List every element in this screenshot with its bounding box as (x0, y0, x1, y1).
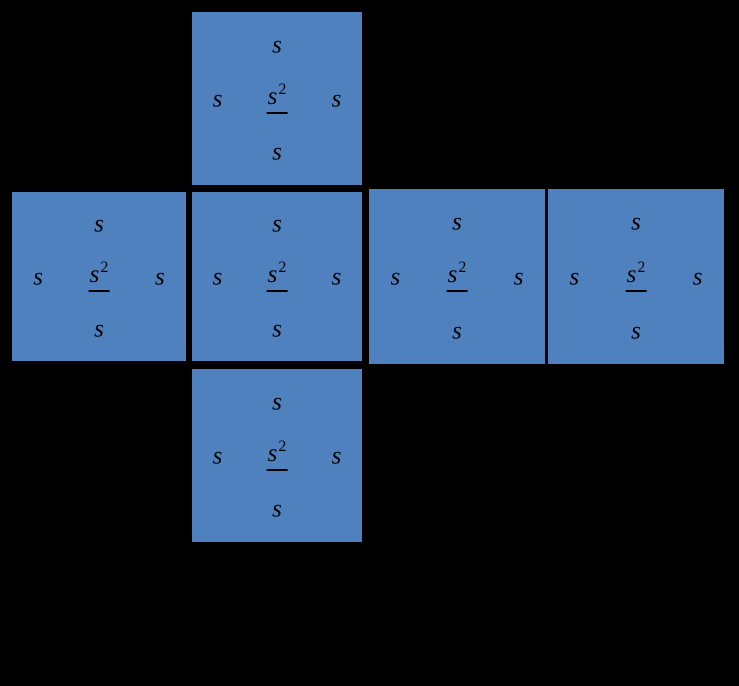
side-length-label-right: s (331, 85, 342, 112)
side-length-label-left: s (212, 85, 223, 112)
area-exponent: 2 (278, 438, 287, 456)
side-length-label-right: s (692, 263, 703, 290)
side-length-label-right: s (513, 263, 524, 290)
area-label: s2 (88, 259, 110, 292)
side-length-label-left: s (569, 263, 580, 290)
area-label: s2 (625, 259, 647, 292)
side-length-label-left: s (212, 442, 223, 469)
area-exponent: 2 (100, 259, 109, 277)
side-length-label-bottom: s (631, 317, 641, 345)
area-base: s (89, 260, 100, 288)
area-expression: s2 (88, 259, 110, 292)
area-base: s (267, 439, 278, 467)
side-length-label-bottom: s (272, 495, 282, 523)
side-length-label-top: s (452, 208, 462, 236)
side-length-label-top: s (94, 210, 104, 238)
side-length-label-bottom: s (272, 138, 282, 166)
side-length-label-bottom: s (452, 317, 462, 345)
area-base: s (267, 82, 278, 110)
area-base: s (267, 260, 278, 288)
area-expression: s2 (625, 259, 647, 292)
area-expression: s2 (446, 259, 468, 292)
area-exponent: 2 (637, 259, 646, 277)
side-length-label-top: s (272, 210, 282, 238)
area-base: s (447, 260, 458, 288)
side-length-label-left: s (390, 263, 401, 290)
side-length-label-bottom: s (94, 315, 104, 343)
side-length-label-left: s (33, 263, 43, 290)
area-expression: s2 (266, 259, 288, 292)
area-label: s2 (266, 438, 288, 471)
area-exponent: 2 (278, 259, 287, 277)
side-length-label-right: s (155, 263, 165, 290)
side-length-label-bottom: s (272, 315, 282, 343)
area-base: s (626, 260, 637, 288)
side-length-label-top: s (631, 208, 641, 236)
area-expression: s2 (266, 438, 288, 471)
area-exponent: 2 (458, 259, 467, 277)
side-length-label-top: s (272, 388, 282, 416)
area-label: s2 (266, 259, 288, 292)
side-length-label-right: s (331, 263, 342, 290)
area-label: s2 (446, 259, 468, 292)
side-length-label-left: s (212, 263, 223, 290)
area-label: s2 (266, 81, 288, 114)
side-length-label-top: s (272, 31, 282, 59)
area-exponent: 2 (278, 81, 287, 99)
side-length-label-right: s (331, 442, 342, 469)
area-expression: s2 (266, 81, 288, 114)
